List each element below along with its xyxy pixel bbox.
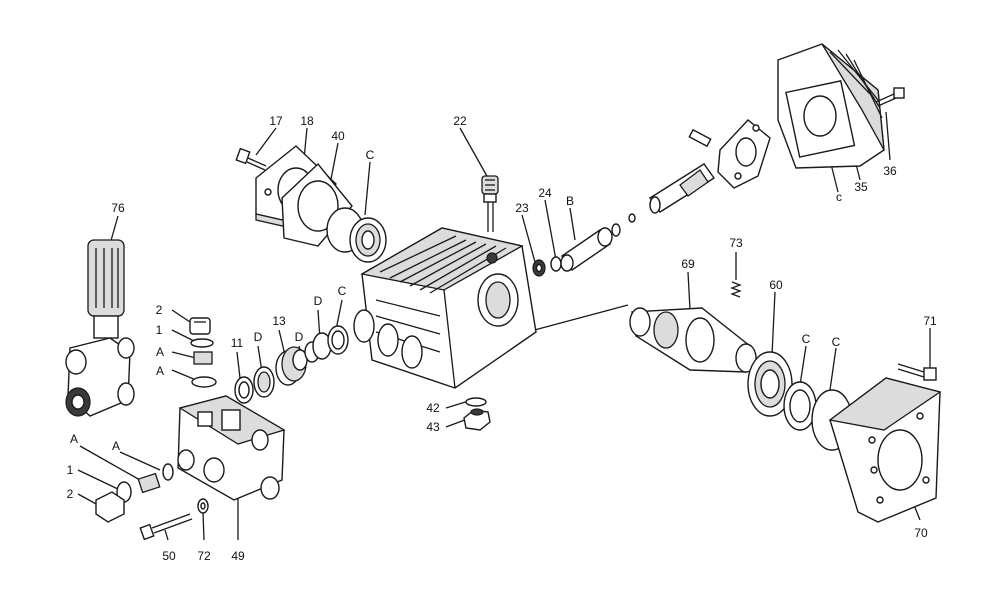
part-bearing-60 bbox=[747, 351, 793, 417]
part-ring-11 bbox=[234, 376, 254, 404]
part-conrod bbox=[717, 119, 771, 189]
callout-d-3: D bbox=[313, 294, 323, 308]
callout-a-upper-1: A bbox=[155, 345, 165, 359]
callout-70: 70 bbox=[914, 526, 928, 540]
callout-36: 36 bbox=[883, 164, 897, 178]
part-unloader-76 bbox=[65, 239, 135, 417]
callout-1-lower: 1 bbox=[66, 463, 74, 477]
part-ring-c2 bbox=[783, 381, 817, 431]
callout-2-lower: 2 bbox=[66, 487, 74, 501]
callout-23: 23 bbox=[515, 201, 529, 215]
callout-b: B bbox=[565, 194, 575, 208]
part-ring-42 bbox=[465, 397, 487, 407]
part-valve-a1 bbox=[193, 351, 213, 365]
callout-42: 42 bbox=[426, 401, 440, 415]
part-plug-43 bbox=[463, 408, 491, 431]
part-crankshaft-69 bbox=[629, 307, 757, 373]
callout-69: 69 bbox=[681, 257, 695, 271]
callout-2-upper: 2 bbox=[155, 303, 163, 317]
callout-c-ring-2: C bbox=[831, 335, 841, 349]
callout-43: 43 bbox=[426, 420, 440, 434]
part-seal-13 bbox=[275, 346, 308, 386]
part-ring-a4 bbox=[162, 463, 174, 481]
callout-72: 72 bbox=[197, 549, 211, 563]
part-washer-72 bbox=[197, 498, 209, 514]
part-dipstick-22 bbox=[481, 175, 499, 232]
callout-73: 73 bbox=[729, 236, 743, 250]
part-sleeve-b bbox=[560, 213, 636, 272]
part-valve-a3 bbox=[137, 472, 161, 494]
callout-d-1: D bbox=[253, 330, 263, 344]
part-seal-23 bbox=[532, 259, 546, 277]
callout-71: 71 bbox=[923, 314, 937, 328]
part-mount-flange-70 bbox=[828, 377, 942, 523]
part-bolt-36 bbox=[875, 87, 905, 107]
part-washer-24 bbox=[550, 256, 562, 272]
callout-40: 40 bbox=[331, 129, 345, 143]
callout-60: 60 bbox=[769, 278, 783, 292]
part-pump-housing bbox=[353, 227, 537, 389]
callout-24: 24 bbox=[538, 186, 552, 200]
part-bolt-71 bbox=[897, 363, 937, 381]
part-piston-rod bbox=[648, 128, 716, 214]
part-ring-c4 bbox=[327, 325, 349, 355]
part-bearing-c bbox=[326, 207, 387, 263]
callout-c-top: C bbox=[365, 148, 375, 162]
part-plug-2a bbox=[189, 317, 211, 335]
callout-17: 17 bbox=[269, 114, 283, 128]
callout-18: 18 bbox=[300, 114, 314, 128]
callout-35: 35 bbox=[854, 180, 868, 194]
callout-a-upper-2: A bbox=[155, 364, 165, 378]
part-bolt-17 bbox=[235, 147, 267, 171]
callout-13: 13 bbox=[272, 314, 286, 328]
part-ring-a2 bbox=[191, 376, 217, 388]
part-ring-1a bbox=[190, 338, 214, 348]
part-plug-2b bbox=[95, 491, 125, 523]
part-bolt-50 bbox=[139, 513, 193, 541]
part-manifold-49 bbox=[177, 395, 286, 501]
part-spring-73 bbox=[730, 281, 742, 298]
housing-fins bbox=[375, 235, 507, 353]
callout-1-upper: 1 bbox=[155, 323, 163, 337]
callout-22: 22 bbox=[453, 114, 467, 128]
callout-11: 11 bbox=[230, 336, 244, 350]
callout-49: 49 bbox=[231, 549, 245, 563]
callout-c-seals: C bbox=[337, 284, 347, 298]
callout-c-ring-1: C bbox=[801, 332, 811, 346]
callout-a-lower-1: A bbox=[69, 432, 79, 446]
callout-76: 76 bbox=[111, 201, 125, 215]
part-seal-d1 bbox=[253, 366, 275, 398]
callout-a-lower-2: A bbox=[111, 439, 121, 453]
callout-50: 50 bbox=[162, 549, 176, 563]
callout-d-2: D bbox=[294, 330, 304, 344]
part-rear-cover-35 bbox=[777, 43, 885, 169]
callout-c-lower: c bbox=[836, 190, 842, 204]
